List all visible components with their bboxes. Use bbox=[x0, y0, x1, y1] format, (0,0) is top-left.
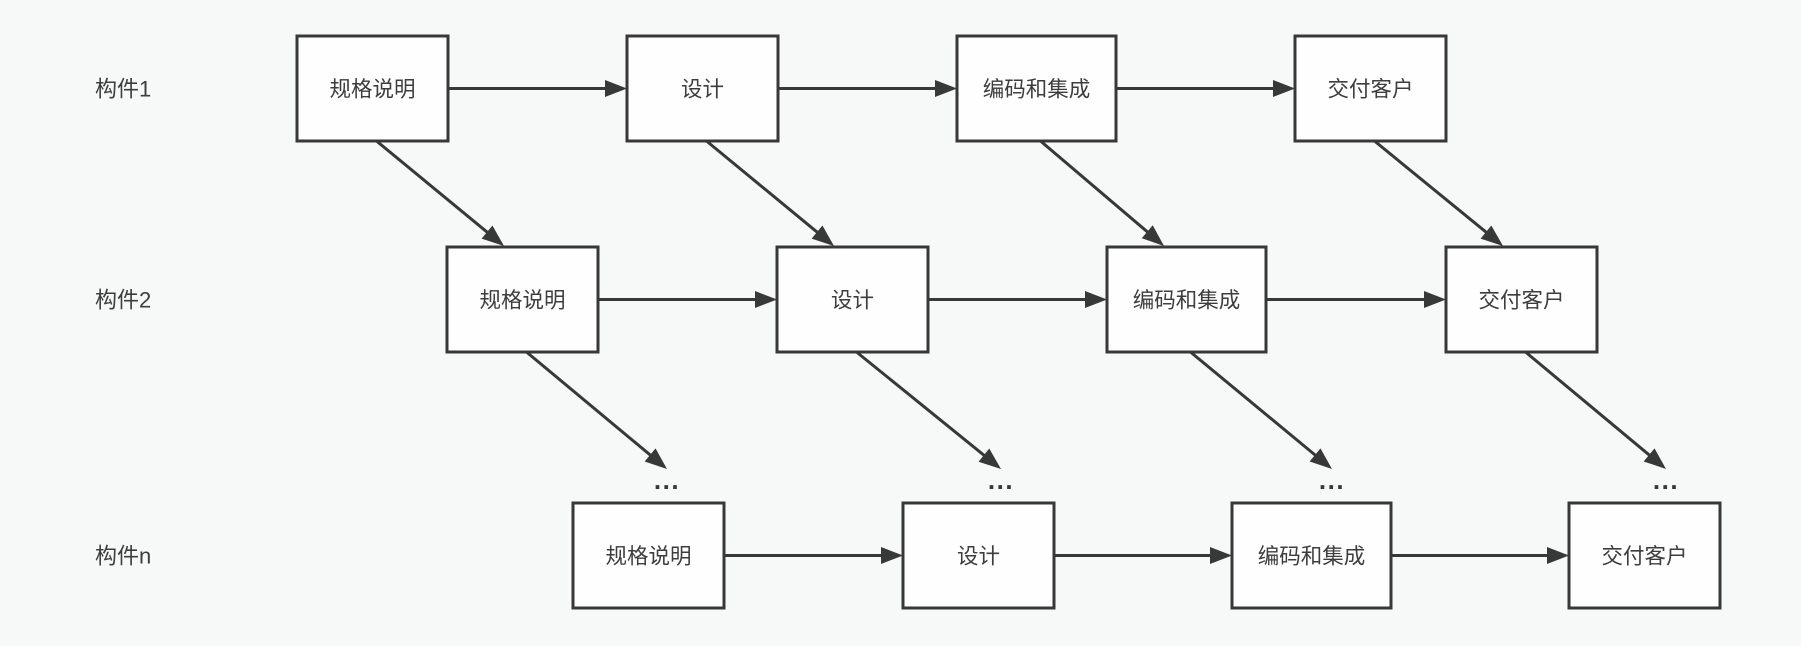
stage-arrow-head bbox=[935, 80, 957, 97]
stage-box bbox=[571, 501, 726, 610]
increment-arrow-head bbox=[978, 448, 1001, 469]
stage-arrow-head bbox=[1210, 547, 1232, 564]
increment-arrow-head bbox=[644, 448, 667, 469]
ellipsis-marker: ... bbox=[1319, 465, 1345, 495]
increment-arrow-head bbox=[1141, 225, 1164, 246]
ellipsis-marker: ... bbox=[988, 465, 1014, 495]
stage-label: 交付客户 bbox=[1478, 289, 1564, 313]
stage-box bbox=[1230, 501, 1393, 610]
stage-box bbox=[1567, 501, 1722, 610]
stage-arrow-head bbox=[755, 291, 777, 308]
stage-label: 编码和集成 bbox=[1258, 545, 1366, 569]
stage-label: 交付客户 bbox=[1327, 78, 1413, 102]
ellipsis-marker: ... bbox=[654, 465, 680, 495]
increment-arrow-line bbox=[1039, 139, 1150, 235]
increment-arrow-head bbox=[1643, 448, 1666, 469]
row-label: 构件1 bbox=[95, 77, 151, 102]
stage-box bbox=[775, 245, 930, 354]
increment-arrow-head bbox=[811, 225, 834, 246]
increment-arrow-line bbox=[1189, 350, 1318, 458]
stage-arrow-head bbox=[1424, 291, 1446, 308]
stage-label: 交付客户 bbox=[1601, 545, 1687, 569]
row-label: 构件2 bbox=[95, 288, 151, 313]
increment-arrow-line bbox=[1524, 350, 1652, 458]
increment-arrow-line bbox=[525, 350, 653, 458]
stage-box bbox=[445, 245, 600, 354]
stage-label: 规格说明 bbox=[605, 545, 691, 569]
increment-arrow-head bbox=[1309, 448, 1332, 469]
stage-box bbox=[295, 34, 450, 143]
stage-label: 规格说明 bbox=[329, 78, 415, 102]
stage-label: 设计 bbox=[957, 545, 1000, 569]
stage-arrow-head bbox=[881, 547, 903, 564]
stage-arrow-head bbox=[1085, 291, 1107, 308]
stage-label: 规格说明 bbox=[479, 289, 565, 313]
stage-label: 设计 bbox=[831, 289, 874, 313]
stage-label: 设计 bbox=[681, 78, 724, 102]
stage-arrow-head bbox=[1547, 547, 1569, 564]
stage-arrow-head bbox=[1273, 80, 1295, 97]
increment-arrow-head bbox=[1480, 225, 1503, 246]
stage-box bbox=[625, 34, 780, 143]
increment-arrow-line bbox=[855, 350, 987, 458]
increment-arrow-line bbox=[1373, 139, 1489, 235]
ellipsis-marker: ... bbox=[1653, 465, 1679, 495]
increment-arrow-line bbox=[375, 139, 490, 235]
stage-box bbox=[1444, 245, 1599, 354]
increment-arrow-line bbox=[705, 139, 820, 235]
stage-box bbox=[1105, 245, 1268, 354]
stage-box bbox=[1293, 34, 1448, 143]
stage-box bbox=[901, 501, 1056, 610]
stage-label: 编码和集成 bbox=[1133, 289, 1241, 313]
increment-arrow-head bbox=[481, 225, 504, 246]
stage-arrow-head bbox=[605, 80, 627, 97]
stage-box bbox=[955, 34, 1118, 143]
stage-label: 编码和集成 bbox=[983, 78, 1091, 102]
row-label: 构件n bbox=[95, 544, 151, 569]
